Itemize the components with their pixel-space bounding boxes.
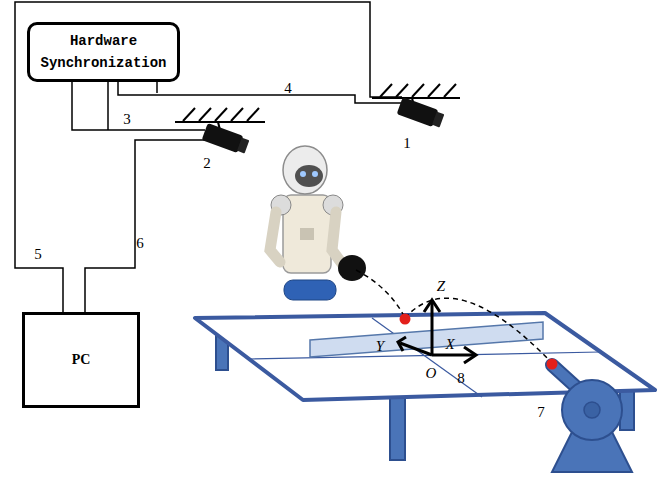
callout-number: 2: [203, 155, 211, 172]
table: [195, 313, 655, 460]
wire: [85, 140, 208, 312]
camera-mount: [175, 108, 265, 130]
callout-number: 8: [457, 370, 465, 387]
ball: [547, 359, 558, 370]
axis-label: O: [426, 365, 437, 382]
ball: [400, 314, 411, 325]
wire: [107, 82, 109, 130]
callout-number: 3: [123, 111, 131, 128]
trajectory: [356, 270, 553, 364]
coordinate-axes: [398, 300, 476, 363]
wire: [15, 2, 402, 312]
callout-number: 7: [537, 404, 545, 421]
wire: [156, 82, 158, 93]
computer-box: PC: [22, 312, 140, 408]
camera-symbol: [202, 123, 250, 155]
axis-label: Z: [437, 278, 445, 295]
box-text: PC: [72, 351, 91, 369]
robot: [270, 146, 366, 300]
callout-number: 6: [136, 235, 144, 252]
box-text: Hardware Synchronization: [36, 30, 171, 74]
callout-number: 4: [284, 80, 292, 97]
wires: [15, 2, 402, 312]
ball-launcher: [552, 365, 632, 472]
callout-number: 5: [34, 246, 42, 263]
camera-symbol: [397, 97, 445, 129]
axis-label: Y: [376, 338, 384, 355]
wire: [118, 82, 402, 103]
callout-number: 1: [403, 135, 411, 152]
axis-label: X: [445, 336, 454, 353]
hardware-box: Hardware Synchronization: [27, 22, 180, 82]
